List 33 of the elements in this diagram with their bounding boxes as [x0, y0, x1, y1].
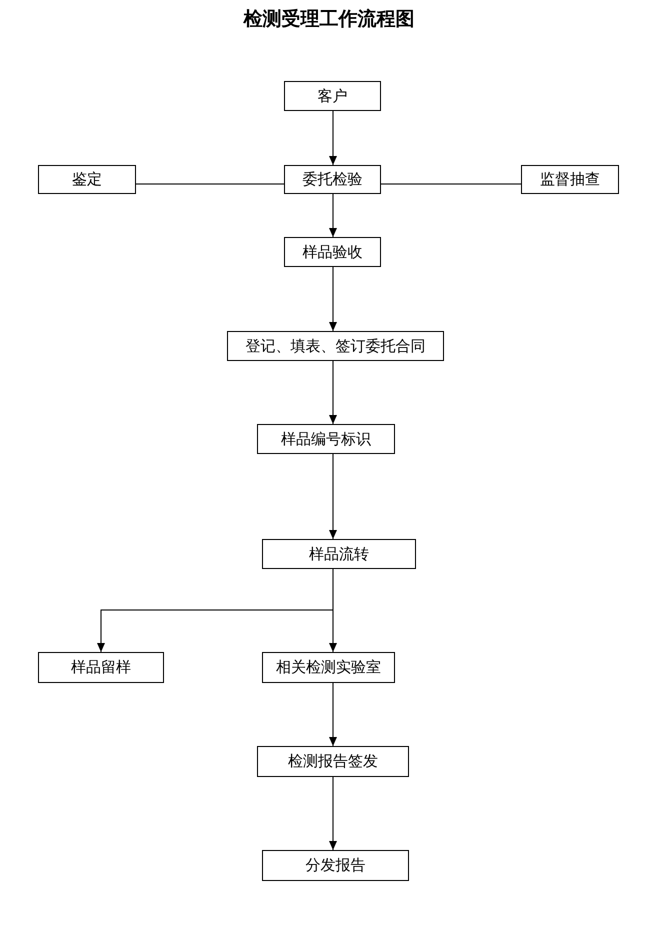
- process-box: [257, 746, 409, 777]
- arrow: [329, 266, 337, 332]
- process-box: [262, 539, 416, 569]
- box-label: 委托检验: [302, 170, 362, 189]
- box-label: 样品流转: [309, 544, 369, 564]
- box-label: 监督抽查: [540, 170, 600, 189]
- box-label: 检测报告签发: [288, 752, 378, 771]
- arrow: [329, 682, 337, 746]
- arrow: [329, 110, 337, 166]
- process-box: [257, 424, 395, 454]
- box-label: 鉴定: [72, 170, 102, 189]
- process-box: [262, 652, 395, 683]
- box-label: 登记、填表、签订委托合同: [246, 336, 426, 356]
- diagram-title: 检测受理工作流程图: [242, 7, 416, 32]
- box-label: 相关检测实验室: [276, 658, 381, 677]
- process-box: [284, 81, 381, 111]
- process-box: [521, 165, 619, 194]
- arrow: [329, 568, 337, 652]
- process-box: [284, 237, 381, 267]
- process-box: [227, 331, 444, 361]
- box-label: 样品留样: [71, 658, 131, 677]
- arrow: [329, 360, 337, 424]
- box-label: 客户: [318, 86, 348, 106]
- box-label: 样品编号标识: [281, 430, 371, 448]
- process-box: [38, 165, 136, 194]
- arrow: [329, 776, 337, 850]
- box-label: 样品验收: [302, 242, 362, 262]
- arrow: [329, 194, 337, 238]
- arrow: [329, 454, 337, 540]
- process-box: [284, 165, 381, 194]
- process-box: [262, 850, 409, 881]
- box-label: 分发报告: [306, 856, 366, 875]
- process-box: [38, 652, 164, 683]
